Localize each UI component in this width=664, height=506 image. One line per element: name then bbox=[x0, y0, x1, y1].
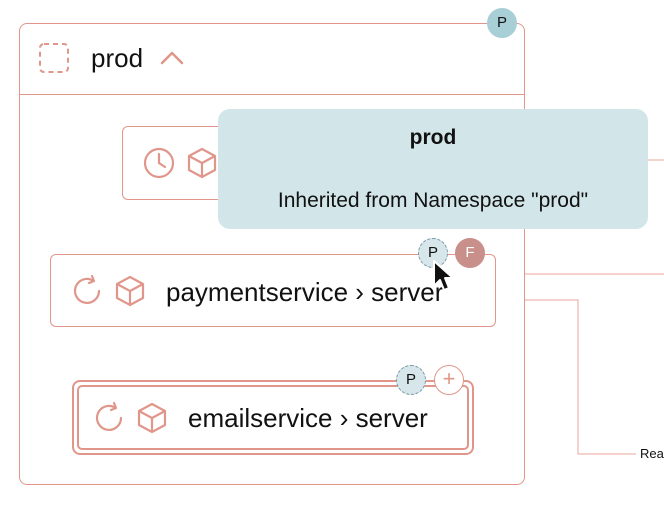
cube-icon bbox=[187, 147, 217, 179]
tooltip bbox=[218, 109, 648, 229]
namespace-title: prod bbox=[91, 43, 144, 73]
policy-badge-inherited[interactable]: P bbox=[396, 365, 426, 395]
deployment-card-emailservice-inner bbox=[77, 385, 469, 450]
namespace-icon bbox=[39, 43, 69, 73]
cube-icon bbox=[137, 402, 167, 434]
refresh-icon bbox=[95, 401, 123, 431]
edge-line-lower bbox=[496, 299, 636, 455]
tooltip-body: Inherited from Namespace "prod" bbox=[277, 189, 589, 212]
chevron-up-icon[interactable] bbox=[159, 48, 185, 68]
tooltip-title: prod bbox=[409, 126, 457, 149]
deployment-card-paymentservice[interactable] bbox=[50, 254, 496, 327]
cube-icon bbox=[115, 275, 145, 307]
flow-badge[interactable]: F bbox=[455, 238, 485, 268]
add-policy-button[interactable]: + bbox=[434, 365, 464, 395]
emailservice-card-label: emailservice › server bbox=[188, 403, 428, 433]
edge-label: Rea bbox=[640, 446, 664, 461]
deployment-card-label: paymentservice › server bbox=[166, 277, 444, 307]
mouse-cursor-icon bbox=[433, 260, 454, 291]
namespace-header[interactable] bbox=[19, 23, 525, 95]
namespace-policy-badge[interactable]: P bbox=[487, 8, 517, 38]
refresh-icon bbox=[73, 274, 101, 304]
clock-icon bbox=[143, 147, 175, 179]
